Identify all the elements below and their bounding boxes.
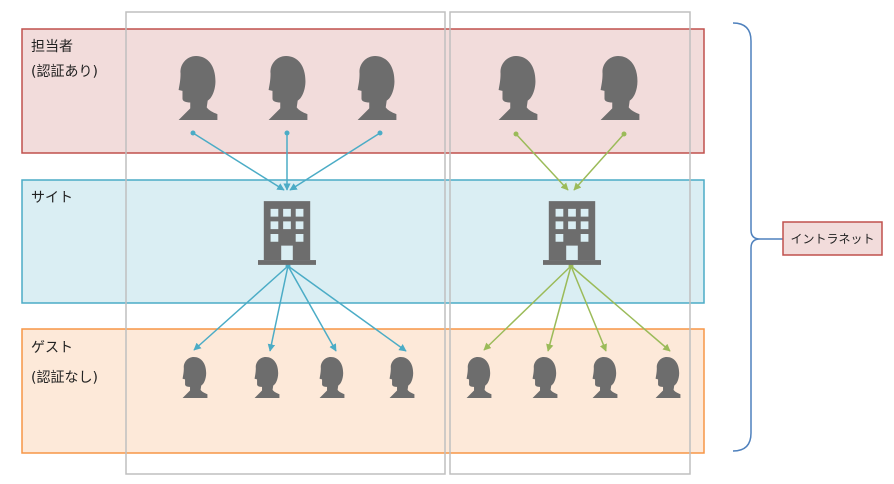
intranet-label-box: イントラネット <box>782 221 883 256</box>
site-row: サイト <box>21 179 705 304</box>
intranet-label: イントラネット <box>790 232 874 246</box>
intranet-brace <box>732 22 761 452</box>
guest-row-title: ゲスト <box>31 340 73 356</box>
left-staff-arrows <box>190 130 383 191</box>
right-column-frame <box>449 11 691 475</box>
guest-row: ゲスト (認証なし) <box>21 328 705 454</box>
left-column-frame <box>125 11 446 475</box>
staff-row-title: 担当者 <box>31 39 73 55</box>
right-staff-arrows <box>513 131 627 191</box>
site-row-title: サイト <box>31 190 73 206</box>
left-guest-arrows <box>193 263 407 352</box>
staff-row-subtitle: (認証あり) <box>31 64 98 80</box>
guest-row-subtitle: (認証なし) <box>31 370 98 386</box>
